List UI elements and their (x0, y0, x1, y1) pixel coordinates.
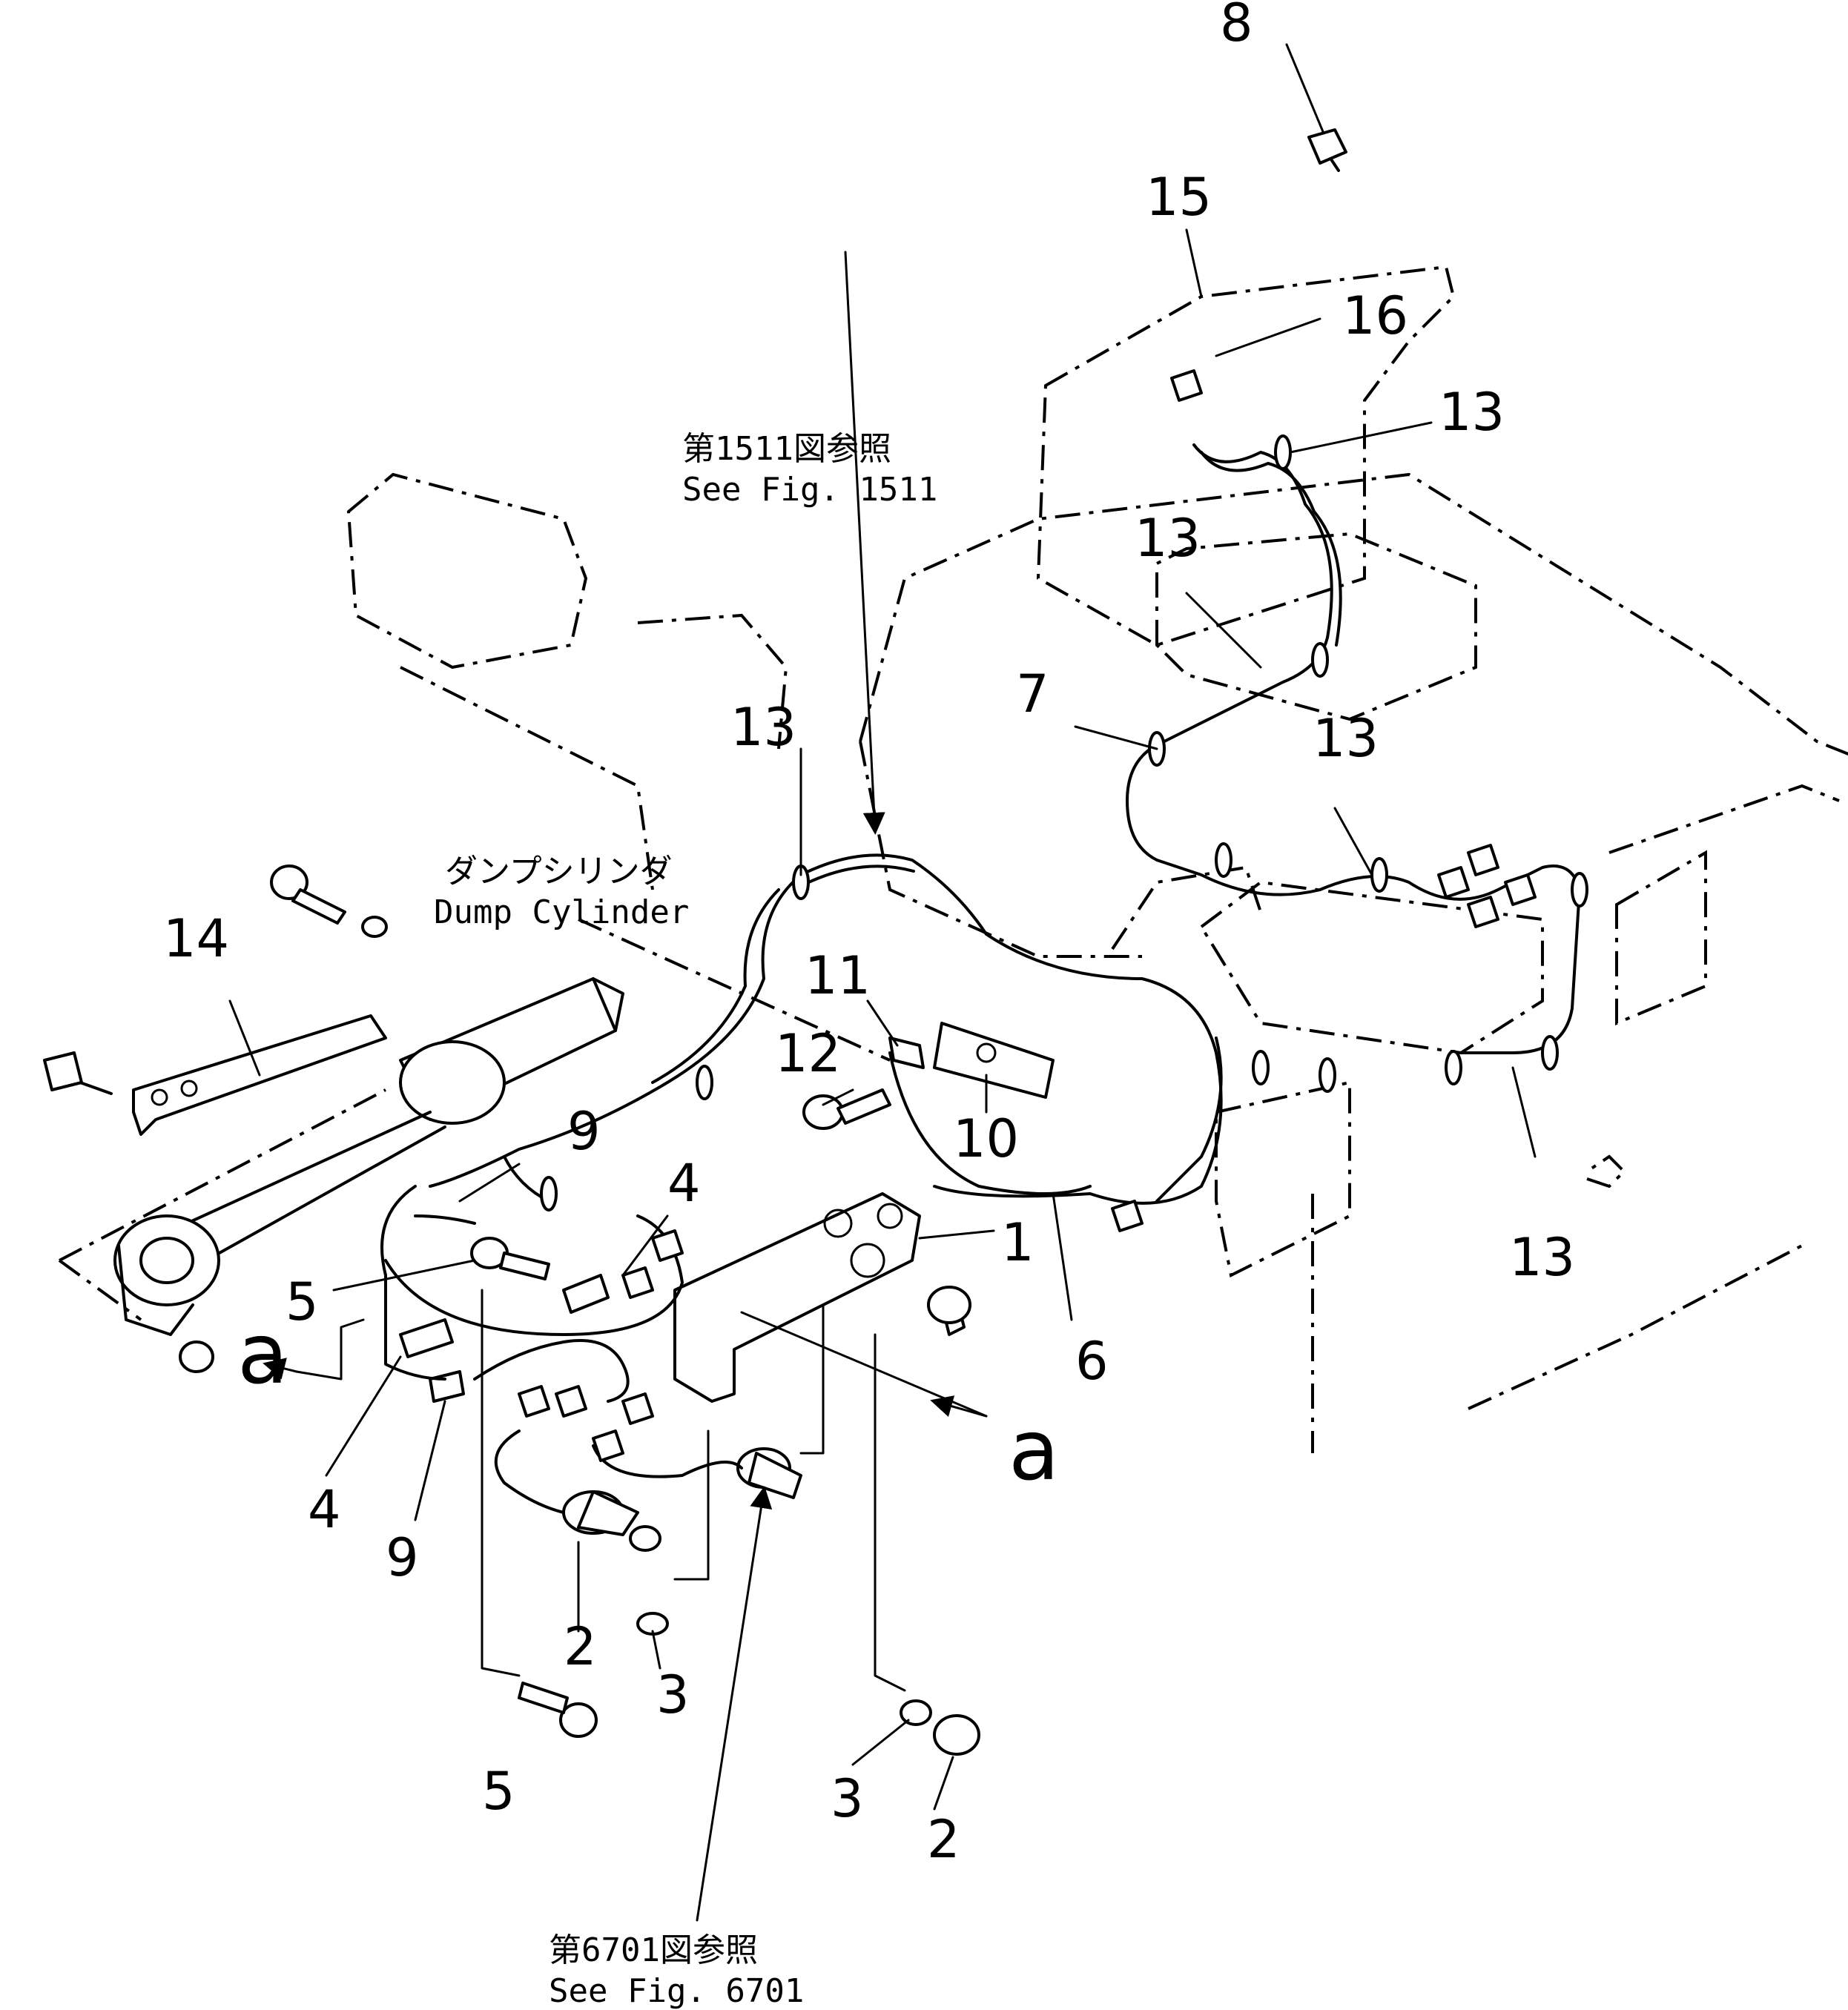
reference-notes: 第1511図参照 See Fig. 1511 ダンプシリンダ Dump Cyli… (434, 430, 937, 2010)
pressure-switch-2-left (562, 1490, 661, 1552)
callout-5-lower: 5 (482, 1761, 515, 1822)
view-marker-a-left: a (237, 1306, 288, 1403)
note-dump-en: Dump Cylinder (434, 893, 689, 931)
switch-8 (1307, 128, 1347, 172)
callout-15: 15 (1146, 167, 1212, 228)
callout-13-left: 13 (730, 697, 796, 758)
clamp-4-right (562, 1274, 610, 1314)
nut-2 (933, 1714, 980, 1756)
callout-10: 10 (953, 1108, 1019, 1169)
wiring-harness (380, 369, 1581, 1514)
callout-8: 8 (1220, 0, 1253, 53)
callout-labels: 1 2 2 3 3 4 4 5 5 6 7 8 9 9 10 11 12 13 … (163, 0, 1575, 1870)
callout-3-left: 3 (656, 1664, 690, 1725)
callout-16: 16 (1342, 285, 1408, 346)
callout-13-top: 13 (1439, 382, 1505, 443)
callout-1: 1 (1001, 1212, 1034, 1273)
callout-4-right: 4 (667, 1153, 701, 1214)
note-fig1511-en: See Fig. 1511 (682, 471, 937, 509)
note-dump-jp: ダンプシリンダ (445, 853, 673, 890)
callout-13-bottom: 13 (1509, 1227, 1575, 1288)
callout-13-mid: 13 (1135, 508, 1201, 569)
dump-cylinder (113, 977, 624, 1336)
clamp-9 (429, 1370, 465, 1403)
plate-10 (933, 1022, 1055, 1099)
callout-14: 14 (163, 908, 229, 969)
view-marker-a-right: a (1009, 1403, 1060, 1499)
bolt-5-lower (518, 1682, 598, 1738)
leader-lines (228, 43, 1537, 1922)
callout-11: 11 (805, 945, 871, 1006)
note-fig1511-jp: 第1511図参照 (682, 430, 891, 468)
callout-9-lower: 9 (386, 1527, 419, 1588)
pressure-switch-2-right (736, 1447, 802, 1499)
callout-2-left: 2 (564, 1616, 597, 1677)
callout-2-right: 2 (927, 1809, 960, 1870)
callout-9-upper: 9 (567, 1101, 601, 1162)
bracket-14 (43, 1014, 387, 1136)
nut-bottom-left (179, 1340, 214, 1373)
bolt-12 (802, 1088, 891, 1130)
clamp-4-left (399, 1318, 454, 1358)
view-markers: a a (237, 1306, 1060, 1499)
machine-frame-outline (58, 265, 1848, 1453)
callout-7: 7 (1016, 664, 1049, 724)
bands-13 (540, 434, 1588, 1211)
washer-3 (636, 1612, 932, 1726)
note-fig6701-jp: 第6701図参照 (549, 1931, 758, 1969)
callout-4-left: 4 (308, 1479, 341, 1540)
callout-6: 6 (1075, 1331, 1109, 1392)
bracket-1 (673, 1192, 966, 1403)
nut-1 (927, 1286, 971, 1324)
callout-13-right: 13 (1313, 708, 1379, 769)
callout-5-upper: 5 (286, 1272, 319, 1332)
bolt-5-upper (470, 1237, 550, 1280)
bolt-upper-left (270, 865, 388, 938)
note-fig6701-en: See Fig. 6701 (549, 1972, 804, 2010)
callout-3-right: 3 (831, 1768, 864, 1829)
callout-12: 12 (775, 1023, 841, 1084)
